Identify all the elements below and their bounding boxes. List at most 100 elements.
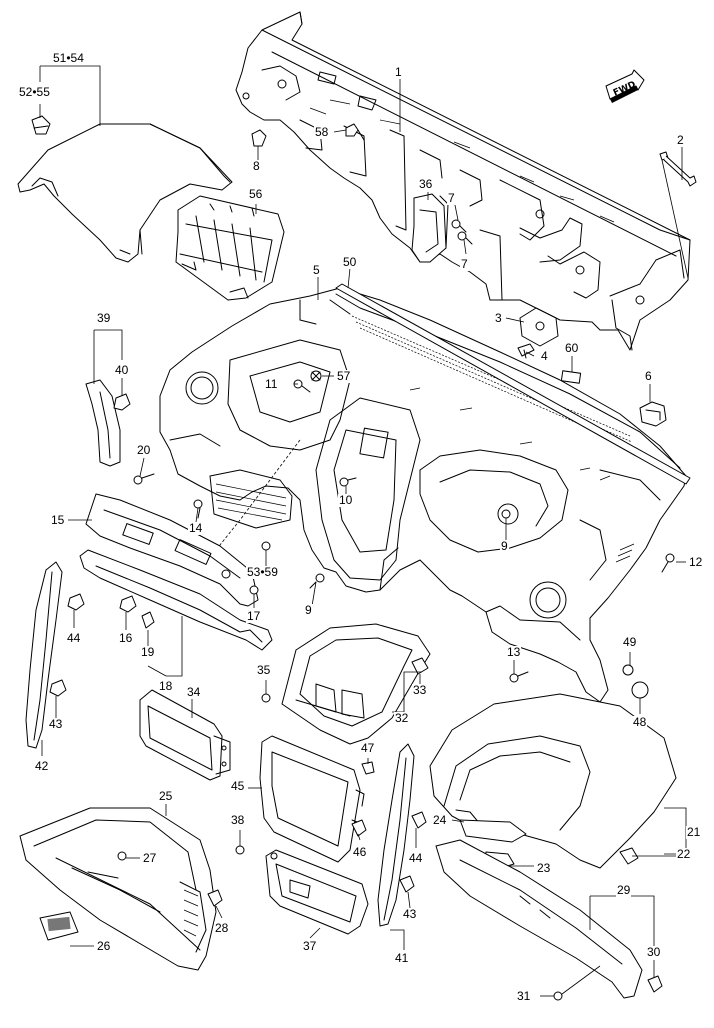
- callout-15: 15: [50, 513, 66, 527]
- callout-51-54: 51•54: [52, 51, 85, 65]
- callout-30: 30: [646, 945, 662, 959]
- callout-27: 27: [142, 851, 158, 865]
- callout-4: 4: [540, 349, 549, 363]
- callout-32: 32: [394, 711, 410, 725]
- latch-26: [39, 911, 79, 941]
- callout-28: 28: [214, 921, 230, 935]
- callout-44a: 44: [66, 631, 82, 645]
- callout-43a: 43: [48, 717, 64, 731]
- callout-48: 48: [632, 715, 648, 729]
- callout-18: 18: [158, 679, 174, 693]
- screw-9a: [309, 573, 325, 589]
- pillar-trim-42: [25, 561, 63, 749]
- clip-30: [647, 975, 663, 993]
- callout-53-59: 53•59: [246, 565, 279, 579]
- clip-43a: [49, 679, 67, 697]
- glove-box-25: [19, 807, 217, 971]
- callout-56: 56: [248, 187, 264, 201]
- clip-43b: [399, 875, 415, 893]
- clip-52-55: [31, 115, 51, 135]
- callout-1: 1: [394, 65, 403, 79]
- screw-10: [339, 477, 357, 487]
- clip-47: [361, 761, 375, 775]
- screw-14: [193, 499, 203, 519]
- bracket-6: [639, 401, 667, 427]
- screw-12: [661, 553, 675, 573]
- callout-9b: 9: [500, 539, 509, 553]
- callout-23: 23: [536, 861, 552, 875]
- callout-10: 10: [338, 493, 354, 507]
- callout-31: 31: [516, 989, 532, 1003]
- bumper-28: [207, 889, 223, 907]
- callout-38: 38: [230, 813, 246, 827]
- instrument-panel: [159, 287, 687, 703]
- display-frame-34: [139, 689, 231, 781]
- cap-48: [631, 681, 649, 699]
- callout-58: 58: [314, 125, 330, 139]
- callout-41: 41: [394, 951, 410, 965]
- callout-21: 21: [686, 825, 702, 839]
- screw-35: [261, 693, 271, 703]
- screw-7: [451, 219, 473, 245]
- center-vent-56: [175, 195, 285, 301]
- callout-34: 34: [186, 685, 202, 699]
- defroster-strip-50: [335, 283, 691, 485]
- clip-46: [351, 819, 367, 837]
- callout-39: 39: [96, 311, 112, 325]
- bolt-8: [251, 129, 267, 147]
- callout-25: 25: [158, 789, 174, 803]
- callout-45: 45: [230, 779, 246, 793]
- screw-53-59: [261, 541, 271, 551]
- callout-40: 40: [114, 363, 130, 377]
- screw-38: [235, 845, 245, 855]
- callout-42: 42: [34, 759, 50, 773]
- screw-49: [622, 664, 634, 676]
- clip-16: [119, 595, 137, 613]
- callout-26: 26: [96, 939, 112, 953]
- lower-panel-15: [85, 493, 259, 607]
- bolt-58: [345, 123, 365, 141]
- callout-6: 6: [644, 369, 653, 383]
- bracket-36: [411, 193, 447, 263]
- callout-60: 60: [564, 341, 580, 355]
- callout-7a: 7: [447, 191, 456, 205]
- callout-29: 29: [616, 883, 632, 897]
- callout-3: 3: [494, 311, 503, 325]
- pillar-trim-41: [377, 743, 415, 927]
- callout-13: 13: [506, 645, 522, 659]
- lens-24: [459, 819, 527, 843]
- callout-19: 19: [140, 645, 156, 659]
- callout-36: 36: [418, 177, 434, 191]
- callout-44b: 44: [408, 851, 424, 865]
- callout-33: 33: [412, 683, 428, 697]
- lower-trim-18: [79, 549, 273, 651]
- callout-35: 35: [256, 663, 272, 677]
- callout-47: 47: [360, 741, 376, 755]
- screw-9b: [501, 509, 511, 519]
- callout-49: 49: [622, 635, 638, 649]
- callout-16: 16: [118, 631, 134, 645]
- callout-52-55: 52•55: [18, 85, 51, 99]
- screw-13: [509, 671, 529, 683]
- side-trim-39: [85, 379, 121, 467]
- callout-8: 8: [252, 159, 261, 173]
- forward-arrow-icon: FWD: [605, 69, 645, 103]
- clip-44b: [411, 811, 427, 829]
- screw-57: [310, 370, 322, 382]
- callout-50: 50: [342, 255, 358, 269]
- clip-19: [141, 611, 155, 629]
- clip-40: [113, 393, 131, 411]
- screw-31: [553, 991, 563, 1001]
- callout-14: 14: [188, 521, 204, 535]
- callout-57: 57: [336, 369, 352, 383]
- callout-20: 20: [136, 443, 152, 457]
- callout-9a: 9: [304, 603, 313, 617]
- callout-43b: 43: [402, 907, 418, 921]
- callout-12: 12: [688, 555, 704, 569]
- callout-2: 2: [676, 133, 685, 147]
- callout-7b: 7: [460, 257, 469, 271]
- bolt-2: [659, 151, 697, 187]
- screw-17: [249, 585, 259, 595]
- clip-33: [411, 657, 429, 675]
- pad-60: [560, 370, 582, 384]
